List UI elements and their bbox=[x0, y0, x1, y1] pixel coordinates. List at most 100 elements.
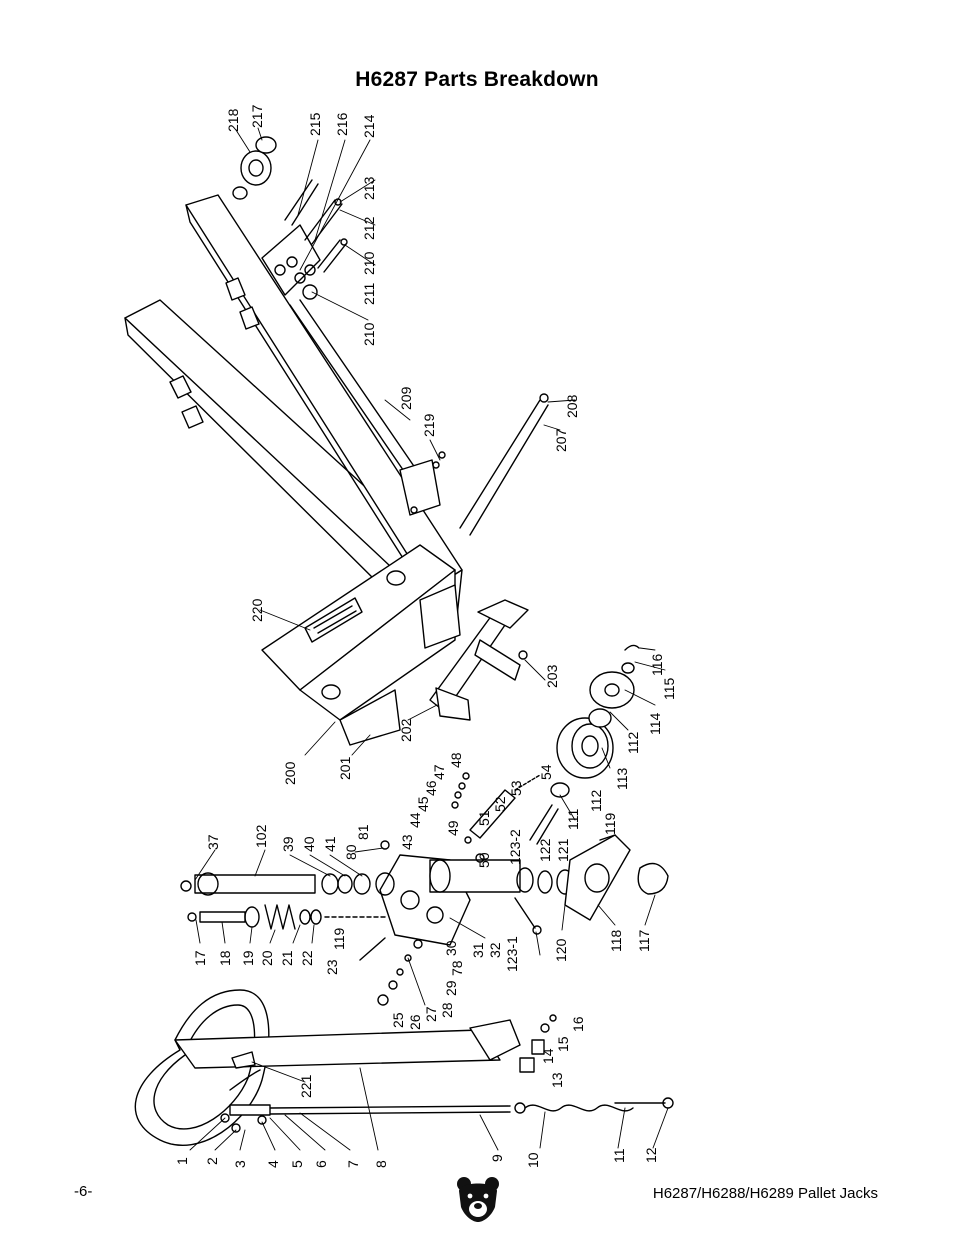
callout-119b: 119 bbox=[602, 812, 618, 835]
callout-201: 201 bbox=[337, 756, 353, 780]
callout-54: 54 bbox=[538, 764, 554, 780]
front-roller-assembly bbox=[232, 136, 348, 300]
callout-52: 52 bbox=[492, 796, 508, 812]
callout-5: 5 bbox=[289, 1160, 305, 1168]
callout-45: 45 bbox=[415, 796, 431, 812]
callout-41: 41 bbox=[322, 836, 338, 852]
callout-111: 111 bbox=[565, 809, 581, 830]
callout-21: 21 bbox=[279, 950, 295, 966]
callout-40: 40 bbox=[301, 836, 317, 852]
callout-4: 4 bbox=[265, 1160, 281, 1168]
hydraulic-pump-unit bbox=[180, 772, 669, 1006]
callout-27: 27 bbox=[423, 1006, 439, 1022]
callout-3: 3 bbox=[232, 1160, 248, 1168]
callout-81: 81 bbox=[355, 824, 371, 840]
callout-221: 221 bbox=[298, 1074, 314, 1098]
callout-208: 208 bbox=[564, 394, 580, 418]
callout-112b: 112 bbox=[625, 731, 641, 754]
callout-1: 1 bbox=[174, 1157, 190, 1165]
callout-14: 14 bbox=[540, 1048, 556, 1064]
callout-210b: 210 bbox=[361, 251, 377, 275]
callout-78: 78 bbox=[449, 960, 465, 976]
callout-50: 50 bbox=[476, 852, 492, 868]
callout-113: 113 bbox=[614, 767, 630, 790]
callout-9: 9 bbox=[489, 1154, 505, 1162]
callout-6: 6 bbox=[313, 1160, 329, 1168]
callout-118: 118 bbox=[608, 929, 624, 952]
callout-203: 203 bbox=[544, 664, 560, 688]
callout-37: 37 bbox=[205, 834, 221, 850]
callout-212: 212 bbox=[361, 216, 377, 240]
callout-28: 28 bbox=[439, 1002, 455, 1018]
callout-11: 11 bbox=[611, 1148, 627, 1163]
callout-209: 209 bbox=[398, 386, 414, 410]
push-rods bbox=[289, 299, 549, 536]
callout-39: 39 bbox=[280, 836, 296, 852]
callout-215: 215 bbox=[307, 112, 323, 136]
callout-121: 121 bbox=[555, 838, 571, 862]
leader-lines bbox=[189, 127, 669, 1151]
model-line: H6287/H6288/H6289 Pallet Jacks bbox=[652, 1185, 878, 1202]
steering-linkage bbox=[429, 599, 529, 721]
callout-80: 80 bbox=[343, 844, 359, 860]
callout-17: 17 bbox=[192, 950, 208, 966]
callout-123-1: 123-1 bbox=[504, 936, 520, 972]
page-number: -6- bbox=[74, 1183, 93, 1200]
callout-12: 12 bbox=[643, 1147, 659, 1163]
callout-214: 214 bbox=[361, 114, 377, 138]
callout-218: 218 bbox=[225, 108, 241, 132]
handle-assembly bbox=[134, 989, 674, 1146]
callout-119: 119 bbox=[331, 927, 347, 950]
callout-123-2: 123-2 bbox=[507, 829, 523, 865]
callout-47: 47 bbox=[431, 764, 447, 780]
callout-219: 219 bbox=[421, 413, 437, 437]
bear-head-icon bbox=[457, 1177, 499, 1222]
callout-53: 53 bbox=[508, 780, 524, 796]
callout-122: 122 bbox=[537, 838, 553, 862]
callout-22: 22 bbox=[299, 950, 315, 966]
callout-48: 48 bbox=[448, 752, 464, 768]
callout-115: 115 bbox=[661, 677, 677, 700]
callout-210a: 210 bbox=[361, 322, 377, 346]
callout-114: 114 bbox=[647, 712, 663, 735]
callout-200: 200 bbox=[282, 761, 298, 785]
callout-44: 44 bbox=[407, 812, 423, 828]
callout-217: 217 bbox=[249, 104, 265, 128]
callout-220: 220 bbox=[249, 598, 265, 622]
callout-211: 211 bbox=[361, 282, 377, 305]
callout-2: 2 bbox=[204, 1157, 220, 1165]
callout-49: 49 bbox=[445, 820, 461, 836]
callout-labels: 1 2 3 4 5 6 7 8 9 10 11 12 13 14 15 16 1… bbox=[174, 104, 677, 1168]
callout-7: 7 bbox=[345, 1160, 361, 1168]
callout-31: 31 bbox=[470, 942, 486, 958]
callout-26: 26 bbox=[407, 1014, 423, 1030]
callout-216: 216 bbox=[334, 112, 350, 136]
callout-43: 43 bbox=[399, 834, 415, 850]
callout-25: 25 bbox=[390, 1012, 406, 1028]
callout-15: 15 bbox=[555, 1036, 571, 1052]
callout-13: 13 bbox=[549, 1072, 565, 1088]
callout-51: 51 bbox=[476, 810, 492, 826]
callout-46: 46 bbox=[423, 780, 439, 796]
callout-29: 29 bbox=[443, 980, 459, 996]
callout-19: 19 bbox=[240, 950, 256, 966]
callout-213: 213 bbox=[361, 176, 377, 200]
callout-20: 20 bbox=[259, 950, 275, 966]
callout-117: 117 bbox=[636, 929, 652, 952]
callout-16: 16 bbox=[570, 1016, 586, 1032]
callout-116: 116 bbox=[649, 653, 665, 676]
callout-18: 18 bbox=[217, 950, 233, 966]
callout-202: 202 bbox=[398, 718, 414, 742]
callout-23: 23 bbox=[324, 959, 340, 975]
callout-10: 10 bbox=[525, 1152, 541, 1168]
callout-30: 30 bbox=[443, 940, 459, 956]
callout-120: 120 bbox=[553, 938, 569, 962]
callout-102: 102 bbox=[253, 824, 269, 848]
callout-32: 32 bbox=[487, 942, 503, 958]
callout-207: 207 bbox=[553, 428, 569, 452]
page-title: H6287 Parts Breakdown bbox=[355, 68, 599, 91]
load-wheel-assembly bbox=[550, 644, 640, 798]
callout-112: 112 bbox=[588, 789, 604, 812]
frame-chassis bbox=[261, 544, 461, 746]
